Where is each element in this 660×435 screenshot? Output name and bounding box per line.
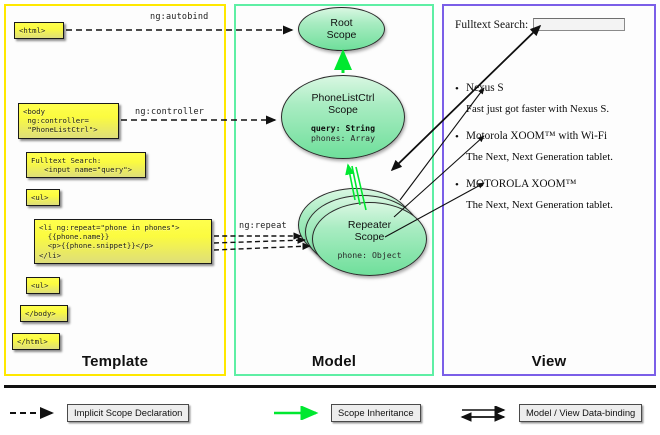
bullet-icon: •	[455, 131, 459, 143]
view-content: Fulltext Search: • Nexus S Fast just got …	[442, 4, 656, 376]
fulltext-search-box: Fulltext Search: <input name="query">	[26, 152, 146, 179]
html-close-box: </html>	[12, 333, 60, 351]
legend-model-view-databinding: Model / View Data-binding	[460, 404, 643, 422]
phone-name-text: Nexus S	[466, 82, 504, 94]
phonelistctrl-scope: PhoneListCtrl Scope query: String phones…	[281, 75, 405, 159]
body-controller-box: <body ng:controller= "PhoneListCtrl">	[18, 103, 119, 139]
prop-phones: phones: Array	[310, 132, 376, 143]
search-input[interactable]	[533, 18, 626, 31]
legend-implicit-scope-declaration: Implicit Scope Declaration	[8, 404, 190, 422]
repeater-scope-title-1: Repeater	[347, 218, 392, 231]
root-scope-title-2: Scope	[326, 29, 357, 41]
repeater-scope-props: phone: Object	[337, 250, 401, 260]
legend-label: Scope Inheritance	[331, 404, 421, 422]
phone-snippet: The Next, Next Generation tablet.	[466, 151, 613, 163]
legend-divider	[4, 385, 656, 388]
html-open-box: <html>	[14, 22, 64, 40]
phone-name: • Nexus S	[455, 82, 609, 95]
phone-snippet: Fast just got faster with Nexus S.	[466, 103, 610, 115]
list-item: • Nexus S Fast just got faster with Nexus…	[455, 82, 610, 115]
edge-label-ng-autobind: ng:autobind	[150, 12, 209, 22]
edge-label-ng-repeat: ng:repeat	[239, 221, 287, 231]
legend-scope-inheritance: Scope Inheritance	[272, 404, 421, 422]
green-arrow-icon	[272, 405, 324, 421]
list-item: • Motorola XOOM™ with Wi-Fi The Next, Nex…	[455, 130, 613, 163]
root-scope: Root Scope	[298, 7, 385, 51]
legend-label: Implicit Scope Declaration	[67, 404, 190, 422]
ul-close-box: <ul>	[26, 277, 60, 295]
ul-open-box: <ul>	[26, 189, 60, 207]
phone-name: • Motorola XOOM™ with Wi-Fi	[455, 130, 613, 143]
phone-name-text: MOTOROLA XOOM™	[466, 178, 577, 190]
legend-label: Model / View Data-binding	[519, 404, 643, 422]
dashed-arrow-icon	[8, 406, 60, 420]
root-scope-title-1: Root	[330, 17, 353, 29]
fulltext-search-row: Fulltext Search:	[455, 18, 626, 31]
double-arrow-icon	[460, 405, 512, 422]
column-label-view: View	[531, 353, 567, 370]
list-item: • MOTOROLA XOOM™ The Next, Next Generatio…	[455, 178, 613, 211]
column-label-model: Model	[311, 353, 357, 370]
body-close-box: </body>	[20, 305, 68, 323]
bullet-icon: •	[455, 179, 459, 191]
bullet-icon: •	[455, 83, 459, 95]
repeater-scope-title-2: Scope	[354, 230, 385, 243]
edge-label-ng-controller: ng:controller	[135, 107, 205, 117]
phonelistctrl-scope-title-2: Scope	[328, 103, 358, 116]
column-label-template: Template	[81, 353, 149, 370]
phone-name-text: Motorola XOOM™ with Wi-Fi	[466, 130, 608, 142]
phonelistctrl-scope-props: query: String phones: Array	[311, 123, 375, 143]
phone-snippet: The Next, Next Generation tablet.	[466, 199, 613, 211]
li-repeat-box: <li ng:repeat="phone in phones"> {{phone…	[34, 219, 212, 264]
phonelistctrl-scope-title-1: PhoneListCtrl	[311, 91, 375, 104]
prop-query: query: String	[310, 122, 376, 133]
fulltext-search-label: Fulltext Search:	[455, 18, 529, 31]
repeater-scope: Repeater Scope phone: Object	[312, 202, 427, 276]
phone-name: • MOTOROLA XOOM™	[455, 178, 613, 191]
prop-phone: phone: Object	[337, 249, 402, 260]
